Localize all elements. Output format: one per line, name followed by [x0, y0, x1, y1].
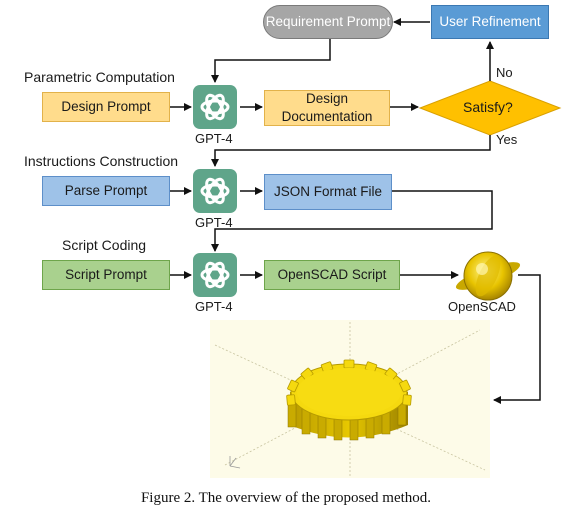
satisfy-label: Satisfy? [463, 99, 513, 115]
user-refinement-box: User Refinement [431, 5, 549, 39]
openscad-logo-icon [455, 251, 521, 301]
json-format-file-box: JSON Format File [264, 174, 392, 210]
gpt4-logo-icon [193, 169, 237, 213]
figure-caption: Figure 2. The overview of the proposed m… [140, 490, 432, 506]
gpt4-label: GPT-4 [195, 299, 233, 314]
design-prompt-box: Design Prompt [42, 92, 170, 122]
gear-model [286, 359, 412, 441]
connector-lines [170, 18, 541, 404]
requirement-prompt-box: Requirement Prompt [263, 5, 393, 39]
stage-label-instructions: Instructions Construction [24, 153, 179, 169]
stage-label-script: Script Coding [62, 237, 147, 253]
gear-render-view [210, 320, 490, 478]
stage-label-parametric: Parametric Computation [24, 69, 175, 85]
gpt4-label: GPT-4 [195, 215, 233, 230]
axis-indicator [229, 456, 241, 469]
gpt4-label: GPT-4 [195, 131, 233, 146]
parse-prompt-box: Parse Prompt [42, 176, 170, 206]
design-documentation-box: Design Documentation [264, 90, 390, 126]
gpt4-logo-icon [193, 85, 237, 129]
script-prompt-box: Script Prompt [42, 260, 170, 290]
branch-yes-label: Yes [496, 132, 518, 147]
openscad-label: OpenSCAD [448, 299, 516, 314]
gpt4-logo-icon [193, 253, 237, 297]
openscad-script-box: OpenSCAD Script [264, 260, 400, 290]
branch-no-label: No [496, 65, 513, 80]
